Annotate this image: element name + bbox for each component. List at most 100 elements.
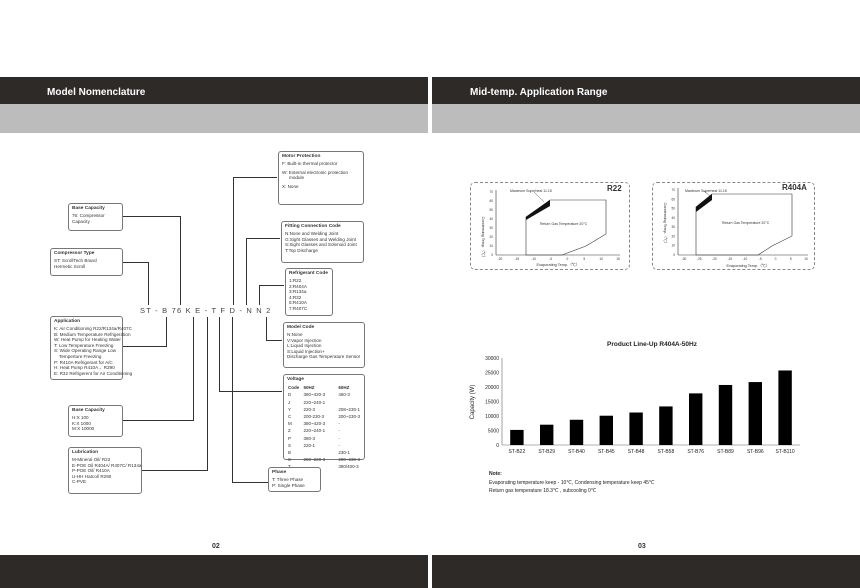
note-title: Note: bbox=[489, 471, 502, 477]
envelope-r404a-xlabel: Evaporating Temp.（℃） bbox=[727, 263, 770, 268]
lubrication-line: C-PVE bbox=[72, 479, 87, 485]
envelope-x-tick: -5 bbox=[549, 257, 552, 261]
motor-protection-title: Motor Protection bbox=[282, 154, 321, 159]
base-capacity-title: Base Capacity bbox=[72, 206, 105, 211]
voltage-row: T380/400-3 bbox=[287, 463, 361, 470]
envelope-y-tick: 10 bbox=[671, 244, 675, 248]
bar-x-tick: ST-B76 bbox=[687, 449, 704, 455]
application-line: E: R32 Refrigerent for Air Conditioning bbox=[54, 370, 133, 376]
envelope-r404a-superheat: Maximum Superheat 11.1K bbox=[685, 189, 728, 193]
refrigerant-code-line: 1:R22 bbox=[289, 278, 302, 284]
lubrication-title: Lubrication bbox=[72, 450, 99, 455]
envelope-x-tick: -15 bbox=[515, 257, 520, 261]
lubrication-line: M-Mineral Oil/ R22 bbox=[72, 457, 111, 463]
refrigerant-code-title: Refrigerant Code bbox=[289, 271, 328, 276]
bar-y-tick: 10000 bbox=[485, 414, 499, 420]
envelope-y-tick: 0 bbox=[673, 253, 675, 257]
envelope-y-tick: 50 bbox=[489, 208, 493, 212]
bar-y-tick: 0 bbox=[496, 443, 499, 449]
application-line: S: Wide Operating Range Low bbox=[54, 348, 117, 354]
bar-x-tick: ST-B22 bbox=[509, 449, 526, 455]
envelope-x-tick: 10 bbox=[599, 257, 603, 261]
bar-x-tick: ST-B29 bbox=[538, 449, 555, 455]
envelope-r404a-ylabel: Condensing Temp.（℃） bbox=[663, 203, 668, 246]
voltage-cell bbox=[337, 399, 361, 406]
base-capacity-line: 76: Compressor bbox=[72, 213, 105, 219]
voltage-cell: - bbox=[338, 421, 340, 427]
voltage-cell: M bbox=[288, 421, 292, 427]
model-code-line: L:Liquid Injection bbox=[287, 343, 322, 349]
bar-st-b89 bbox=[718, 384, 733, 445]
envelope-r22-xlabel: Evaporating Temp.（℃） bbox=[537, 262, 580, 267]
base-capacity-bottom-line: M:X 10000 bbox=[72, 426, 95, 432]
application-line: K: Air Conditioning R22/R134a/R407C bbox=[54, 326, 132, 332]
voltage-cell: 200-230-3 bbox=[303, 413, 325, 419]
voltage-cell: S bbox=[288, 442, 292, 448]
bar-y-tick: 15000 bbox=[485, 399, 499, 405]
voltage-header-cell: 60HZ bbox=[338, 385, 350, 391]
voltage-cell: 380~420-3 bbox=[303, 392, 326, 398]
bar-chart-ylabel: Capacity (W) bbox=[470, 385, 476, 420]
fitting-connection-box: Fitting Connection Code N:None and Weldi… bbox=[281, 221, 364, 263]
right-page-title: Mid-temp. Application Range bbox=[470, 87, 608, 98]
compressor-type-box: Compressor Type ST: ScrollTech Brand Her… bbox=[50, 248, 123, 276]
bar-st-b45 bbox=[599, 415, 614, 445]
voltage-cell: P bbox=[288, 435, 292, 441]
motor-protection-line: W: External electronic protection bbox=[282, 169, 349, 175]
application-line: Temperture Freezing bbox=[54, 354, 102, 360]
bar-x-tick: ST-B45 bbox=[598, 449, 615, 455]
bar-x-tick: ST-B96 bbox=[747, 449, 764, 455]
phase-line: P: Single Phase bbox=[272, 482, 305, 488]
voltage-cell bbox=[303, 449, 338, 456]
bar-x-tick: ST-B40 bbox=[568, 449, 585, 455]
envelope-x-tick: 5 bbox=[583, 257, 585, 261]
envelope-r22-return-gas: Return Gas Temperature 20°C bbox=[540, 222, 588, 226]
envelope-x-tick: 0 bbox=[567, 257, 569, 261]
envelope-x-tick: -15 bbox=[727, 257, 732, 261]
application-title: Application bbox=[54, 319, 81, 324]
lubrication-line: P-POE Oil/ R410A bbox=[72, 468, 110, 474]
envelope-y-tick: 60 bbox=[671, 197, 675, 201]
voltage-cell: 200~230-3 bbox=[338, 413, 360, 419]
lubrication-line: E-POE Oil R404A/ R407C/ R134a bbox=[72, 462, 142, 468]
note-line: Evaporating temperature keep - 10℃, Cond… bbox=[489, 480, 655, 486]
refrigerant-code-line: 3:R134a bbox=[289, 289, 307, 295]
envelope-x-tick: -20 bbox=[498, 257, 503, 261]
envelope-x-tick: -10 bbox=[531, 257, 536, 261]
envelope-y-tick: 20 bbox=[671, 234, 675, 238]
envelope-r22-chart: R22 Maximum Superheat 11.1K Return Gas T… bbox=[481, 184, 622, 267]
voltage-cell: 230-1 bbox=[338, 449, 350, 455]
bar-st-b110 bbox=[778, 370, 792, 445]
envelope-y-tick: 60 bbox=[489, 199, 493, 203]
compressor-type-line: Hermetic Scroll bbox=[54, 263, 86, 269]
model-code-line: S:Liquid Injection+ bbox=[287, 348, 325, 354]
fitting-connection-line: N:None and Welding Joint bbox=[285, 231, 339, 237]
envelope-y-tick: 70 bbox=[671, 188, 675, 192]
voltage-cell: D bbox=[288, 392, 292, 398]
envelope-x-tick: -20 bbox=[712, 257, 717, 261]
envelope-x-tick: 0 bbox=[775, 257, 777, 261]
refrigerant-code-box: Refrigerant Code 1:R22 2:R404A 3:R134a 4… bbox=[285, 268, 333, 316]
capacity-bar-chart: Product Line-Up R404A-50Hz Capacity (W) … bbox=[470, 341, 800, 455]
fitting-connection-title: Fitting Connection Code bbox=[285, 224, 341, 229]
model-code-line: Discharge Gas Temperature Sensor bbox=[287, 354, 361, 360]
voltage-header-row: Code 50HZ 60HZ bbox=[287, 384, 361, 391]
voltage-cell: 460-3 bbox=[338, 392, 350, 398]
phase-box: Phase T: Three Phase P: Single Phase bbox=[268, 467, 321, 492]
bar-x-tick: ST-B89 bbox=[717, 449, 734, 455]
envelope-x-tick: -25 bbox=[697, 257, 702, 261]
model-code-line: N:None bbox=[287, 332, 303, 338]
envelope-x-tick: 5 bbox=[790, 257, 792, 261]
envelope-r22-frame bbox=[470, 182, 630, 270]
envelope-y-tick: 20 bbox=[489, 235, 493, 239]
motor-protection-box: Motor Protection F: Built-in thermal pro… bbox=[278, 151, 364, 205]
compressor-type-title: Compressor Type bbox=[54, 251, 95, 256]
voltage-cell: - bbox=[338, 428, 340, 434]
motor-protection-line: F: Built-in thermal protector bbox=[282, 161, 338, 167]
base-capacity-line: Capacity bbox=[72, 218, 90, 224]
envelope-x-tick: 15 bbox=[616, 257, 620, 261]
envelope-y-tick: 0 bbox=[491, 253, 493, 257]
